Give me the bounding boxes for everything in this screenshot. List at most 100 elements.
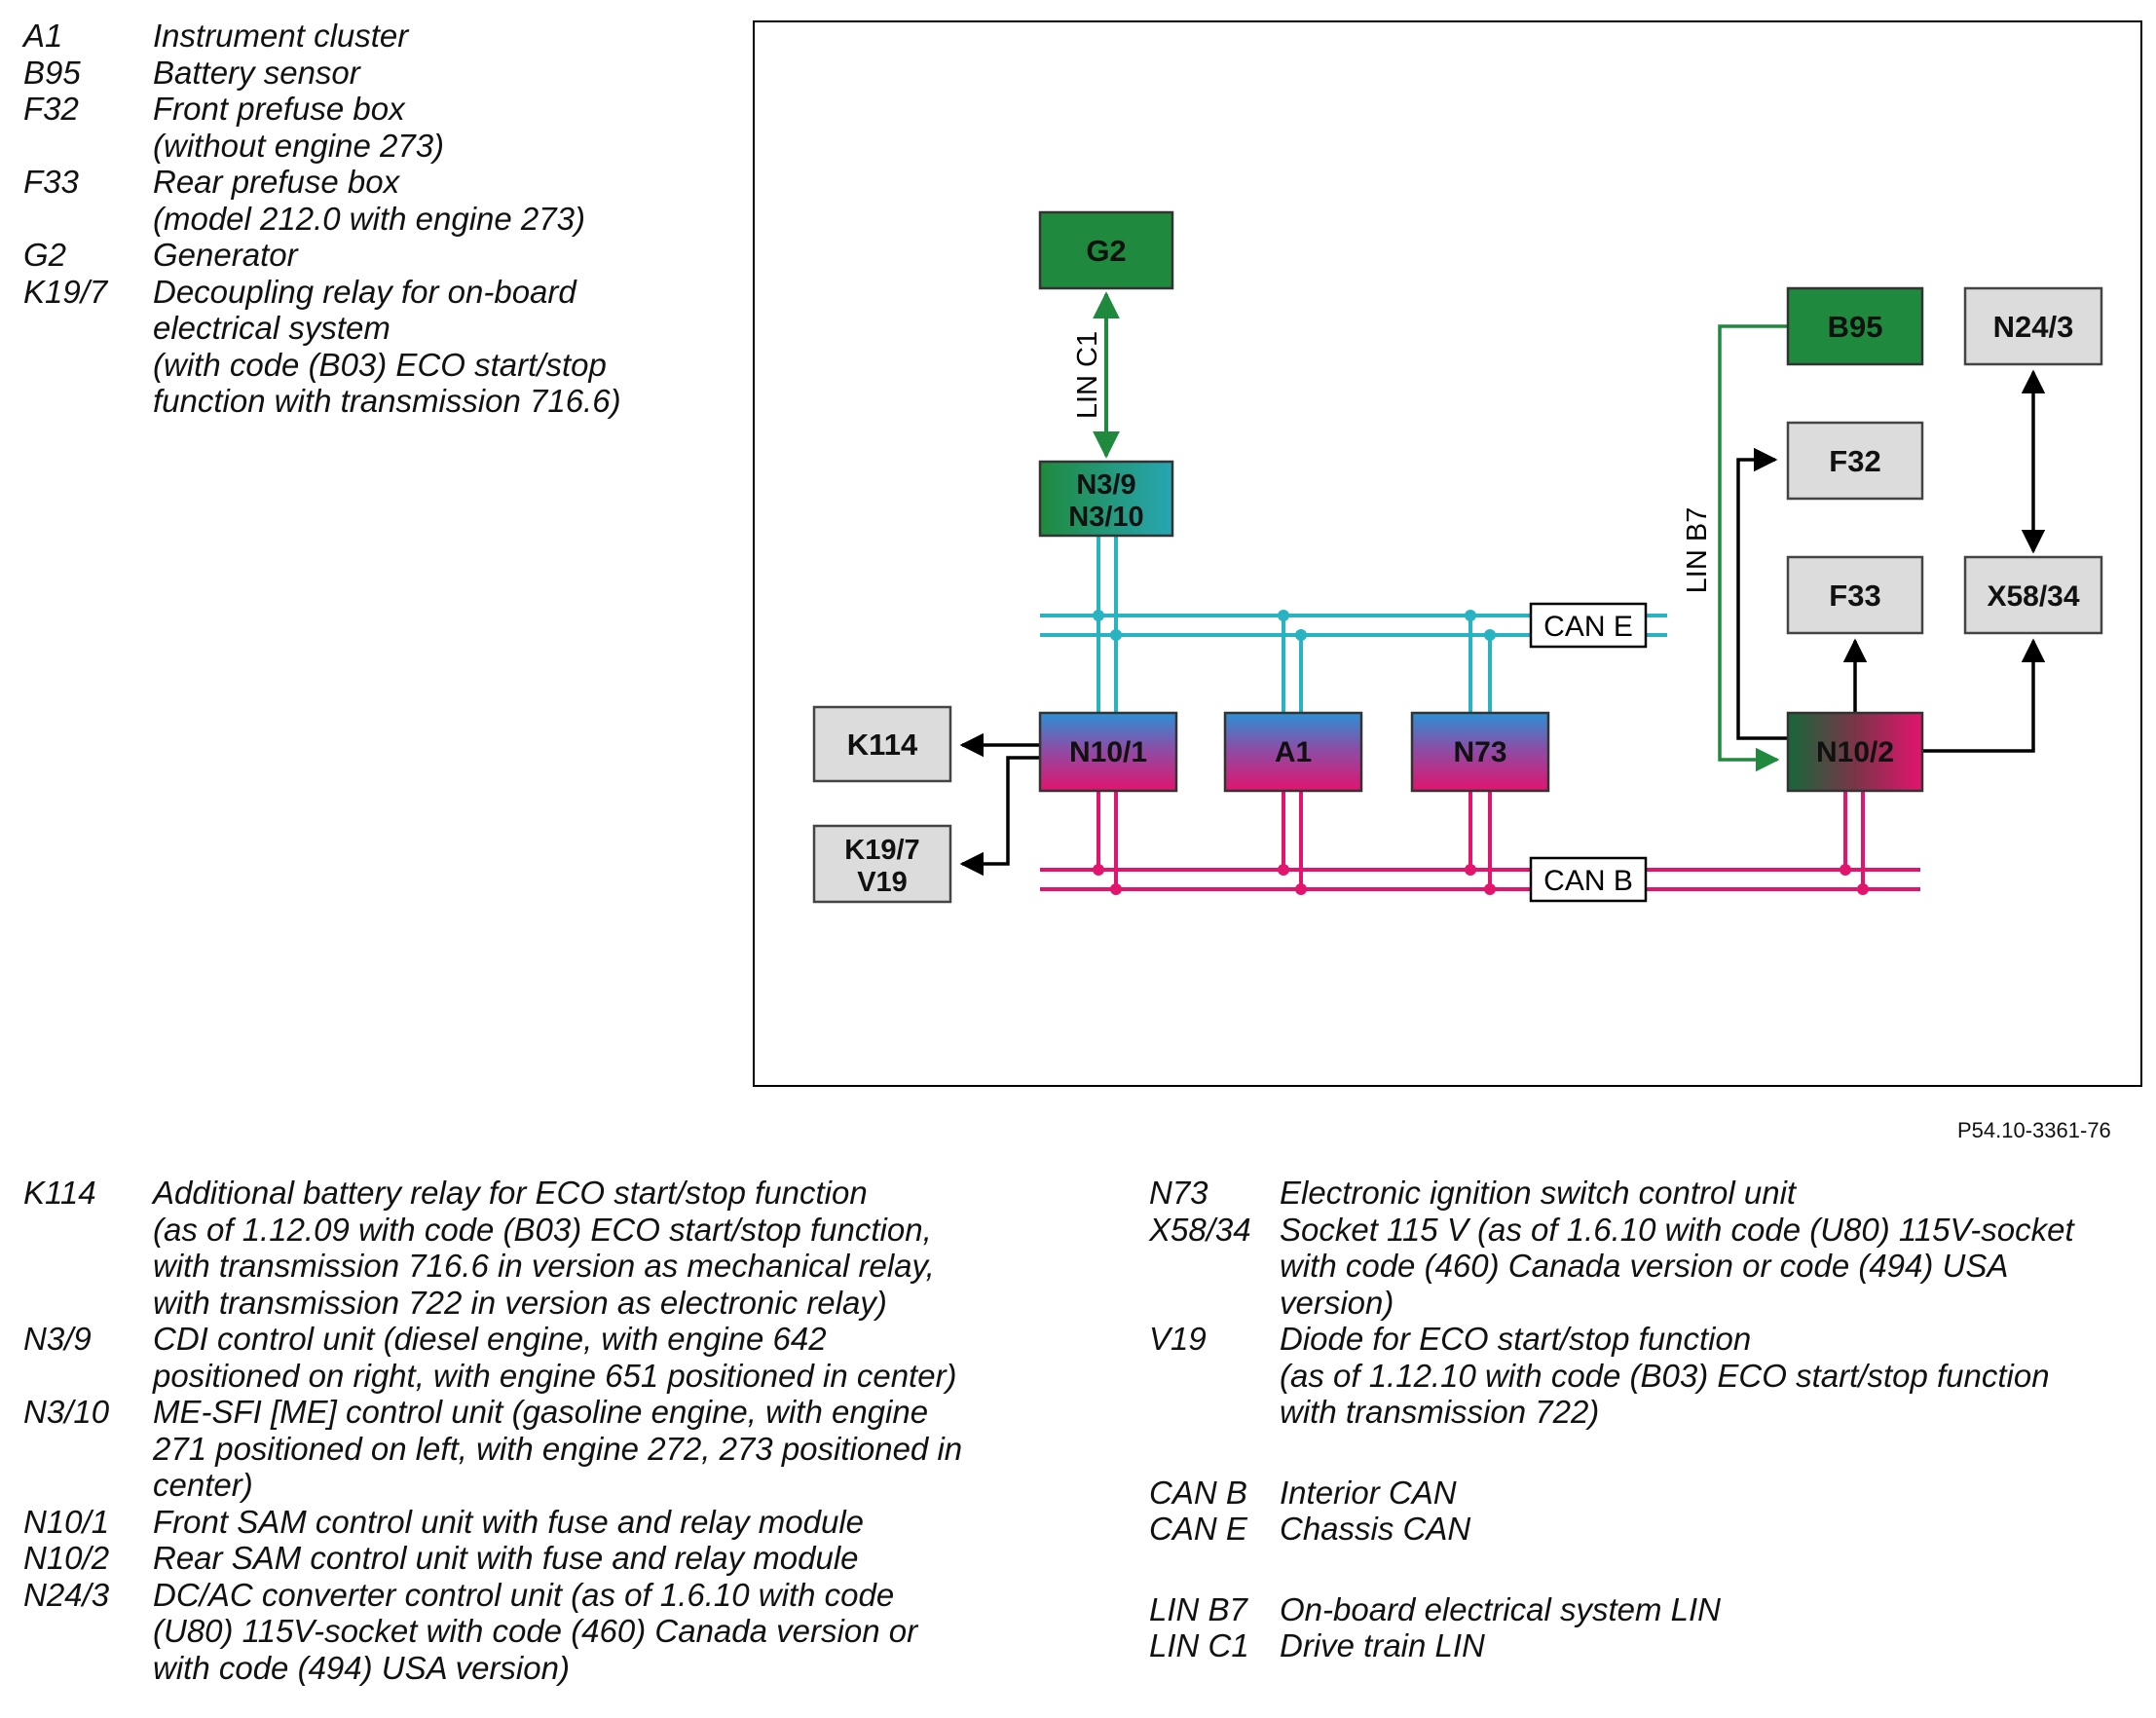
can-e-label: CAN E bbox=[1529, 602, 1648, 649]
wire-n10-1-to-k19-7 bbox=[959, 756, 1040, 877]
lin-c1-label: LIN C1 bbox=[1072, 331, 1103, 419]
legend-desc: Electronic ignition switch control unit bbox=[1280, 1175, 1797, 1211]
legend-desc: Diode for ECO start/stop function (as of… bbox=[1280, 1321, 2050, 1430]
box-g2-label: G2 bbox=[1086, 234, 1126, 268]
legend-code: K19/7 bbox=[23, 273, 108, 310]
legend-code: N3/10 bbox=[23, 1394, 110, 1430]
legend-code: B95 bbox=[23, 54, 81, 91]
box-n3-9-n3-10: N3/9 N3/10 bbox=[1038, 460, 1174, 538]
box-b95-label: B95 bbox=[1828, 310, 1883, 344]
legend-desc: Interior CAN bbox=[1280, 1474, 1457, 1511]
legend-code: N24/3 bbox=[23, 1576, 110, 1613]
box-n10-2: N10/2 bbox=[1786, 711, 1924, 793]
box-f33: F33 bbox=[1786, 555, 1924, 635]
box-k19-label-2: V19 bbox=[857, 867, 908, 898]
box-k114: K114 bbox=[812, 705, 952, 783]
legend-row-lin-c1: LIN C1 Drive train LIN bbox=[1149, 1627, 2142, 1664]
legend-row-x58-34: X58/34 Socket 115 V (as of 1.6.10 with co… bbox=[1149, 1212, 2142, 1322]
box-b95: B95 bbox=[1786, 286, 1924, 366]
wire-n10-2-to-x58-34 bbox=[1920, 638, 2046, 753]
legend-bottom-left: K114 Additional battery relay for ECO sta… bbox=[23, 1175, 1085, 1686]
lin-b7-label: LIN B7 bbox=[1682, 507, 1713, 594]
box-n3-label-2: N3/10 bbox=[1068, 502, 1143, 533]
legend-desc: CDI control unit (diesel engine, with en… bbox=[153, 1321, 957, 1394]
legend-desc: Drive train LIN bbox=[1280, 1627, 1485, 1663]
box-n24-3: N24/3 bbox=[1963, 286, 2103, 366]
legend-code: A1 bbox=[23, 18, 63, 54]
box-n24-3-label: N24/3 bbox=[1993, 310, 2074, 344]
box-n73: N73 bbox=[1410, 711, 1550, 793]
legend-row-can-e: CAN E Chassis CAN bbox=[1149, 1511, 2142, 1548]
legend-code: N73 bbox=[1149, 1175, 1208, 1211]
legend-desc: Front prefuse box (without engine 273) bbox=[153, 91, 445, 164]
legend-code: X58/34 bbox=[1149, 1211, 1251, 1248]
legend-desc: ME-SFI [ME] control unit (gasoline engin… bbox=[153, 1394, 963, 1503]
box-f32-label: F32 bbox=[1829, 444, 1880, 478]
can-b-junctions bbox=[1093, 864, 1869, 895]
legend-top: A1 Instrument cluster B95 Battery sensor F… bbox=[23, 18, 734, 420]
legend-row-n3-10: N3/10 ME-SFI [ME] control unit (gasoline … bbox=[23, 1394, 1085, 1504]
legend-row-b95: B95 Battery sensor bbox=[23, 55, 734, 92]
box-a1: A1 bbox=[1223, 711, 1363, 793]
legend-code: N3/9 bbox=[23, 1321, 92, 1357]
legend-row-lin-b7: LIN B7 On-board electrical system LIN bbox=[1149, 1591, 2142, 1628]
can-b-label: CAN B bbox=[1529, 856, 1648, 903]
box-n10-2-label: N10/2 bbox=[1816, 736, 1894, 768]
wiring bbox=[959, 369, 2046, 877]
box-x58-34-label: X58/34 bbox=[1987, 580, 2079, 613]
legend-desc: DC/AC converter control unit (as of 1.6.… bbox=[153, 1576, 918, 1686]
legend-spacer bbox=[1149, 1431, 2142, 1475]
legend-desc: Rear prefuse box (model 212.0 with engin… bbox=[153, 164, 585, 237]
legend-row-k19-7: K19/7 Decoupling relay for on-board elect… bbox=[23, 274, 734, 420]
lin-b7-line bbox=[1718, 324, 1788, 772]
legend-code: K114 bbox=[23, 1175, 96, 1211]
wire-n10-2-to-f32 bbox=[1736, 447, 1790, 740]
box-f32: F32 bbox=[1786, 421, 1924, 501]
legend-code: N10/1 bbox=[23, 1503, 110, 1540]
legend-row-k114: K114 Additional battery relay for ECO sta… bbox=[23, 1175, 1085, 1321]
box-g2: G2 bbox=[1038, 210, 1174, 290]
box-x58-34: X58/34 bbox=[1963, 555, 2103, 635]
legend-desc: Instrument cluster bbox=[153, 18, 409, 54]
box-n10-1: N10/1 bbox=[1038, 711, 1178, 793]
can-e-label-text: CAN E bbox=[1543, 611, 1633, 643]
legend-row-n24-3: N24/3 DC/AC converter control unit (as of… bbox=[23, 1577, 1085, 1687]
legend-code: G2 bbox=[23, 237, 67, 273]
legend-desc: Socket 115 V (as of 1.6.10 with code (U8… bbox=[1280, 1211, 2074, 1321]
box-n10-1-label: N10/1 bbox=[1069, 736, 1147, 768]
box-f33-label: F33 bbox=[1829, 579, 1880, 613]
legend-row-can-b: CAN B Interior CAN bbox=[1149, 1475, 2142, 1512]
legend-row-n3-9: N3/9 CDI control unit (diesel engine, wit… bbox=[23, 1321, 1085, 1394]
legend-code: LIN B7 bbox=[1149, 1590, 1247, 1627]
legend-code: V19 bbox=[1149, 1321, 1207, 1357]
legend-code: CAN E bbox=[1149, 1511, 1247, 1547]
legend-code: F33 bbox=[23, 164, 79, 200]
box-a1-label: A1 bbox=[1275, 736, 1312, 768]
legend-desc: Battery sensor bbox=[153, 54, 360, 91]
box-k19-7-v19: K19/7 V19 bbox=[812, 824, 952, 904]
legend-row-a1: A1 Instrument cluster bbox=[23, 18, 734, 55]
box-n73-label: N73 bbox=[1453, 736, 1506, 768]
legend-desc: Decoupling relay for on-board electrical… bbox=[153, 273, 621, 420]
legend-desc: Additional battery relay for ECO start/s… bbox=[153, 1175, 935, 1321]
legend-bottom-right: N73 Electronic ignition switch control un… bbox=[1149, 1175, 2142, 1664]
legend-row-n73: N73 Electronic ignition switch control un… bbox=[1149, 1175, 2142, 1212]
diagram-frame bbox=[753, 20, 2142, 1087]
legend-row-f33: F33 Rear prefuse box (model 212.0 with en… bbox=[23, 164, 734, 237]
legend-code: CAN B bbox=[1149, 1474, 1247, 1511]
legend-row-g2: G2 Generator bbox=[23, 237, 734, 274]
can-e-junctions bbox=[1093, 610, 1496, 641]
figure-reference: P54.10-3361-76 bbox=[1957, 1118, 2111, 1142]
legend-code: N10/2 bbox=[23, 1540, 110, 1576]
legend-code: LIN C1 bbox=[1149, 1627, 1249, 1663]
can-b-bus bbox=[1040, 791, 1920, 891]
legend-desc: Chassis CAN bbox=[1280, 1511, 1471, 1547]
legend-desc: Generator bbox=[153, 237, 298, 273]
legend-desc: On-board electrical system LIN bbox=[1280, 1590, 1721, 1627]
can-b-label-text: CAN B bbox=[1543, 865, 1633, 897]
